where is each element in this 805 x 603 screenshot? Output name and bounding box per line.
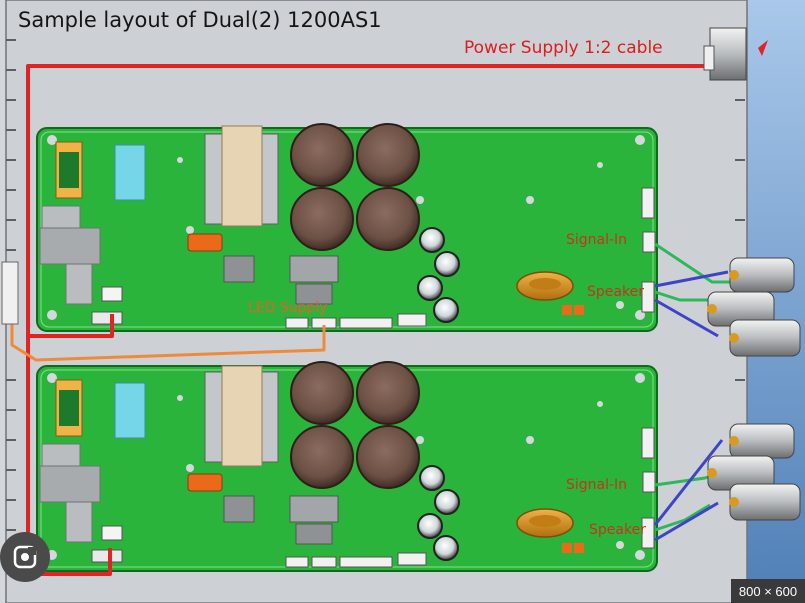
power-connector	[703, 27, 768, 81]
board1-signal-in-label: Signal-In	[566, 232, 628, 248]
visual-search-icon[interactable]	[0, 532, 50, 582]
board1-wiring	[654, 242, 735, 338]
amplifier-board-2	[36, 361, 658, 572]
diagram-title: Sample layout of Dual(2) 1200AS1	[18, 8, 382, 32]
power-supply-label: Power Supply 1:2 cable	[464, 38, 663, 58]
lens-icon	[13, 545, 37, 569]
amplifier-board-1	[36, 123, 658, 332]
image-size-tag: 800 × 600	[731, 579, 805, 603]
board2-signal-in-label: Signal-In	[566, 477, 628, 493]
output-connectors-1	[707, 257, 801, 357]
left-edge-connector	[1, 261, 19, 325]
led-supply-label: LED Supply	[248, 300, 328, 316]
output-connectors-2	[707, 423, 801, 521]
power-supply-cable	[26, 64, 712, 576]
board1-speaker-label: Speaker	[587, 284, 644, 300]
board2-speaker-label: Speaker	[589, 522, 646, 538]
